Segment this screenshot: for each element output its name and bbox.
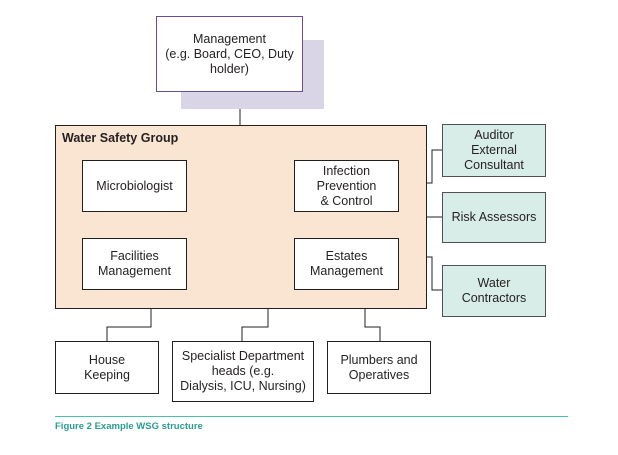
management-box: Management (e.g. Board, CEO, Duty holder… <box>156 16 303 92</box>
risk-assessors-label: Risk Assessors <box>451 210 537 224</box>
water-contractors-label: Water Contractors <box>461 276 527 305</box>
caption-rule <box>55 416 568 417</box>
auditor-label: Auditor External Consultant <box>464 128 524 172</box>
microbiologist-label: Microbiologist <box>96 178 173 193</box>
connector-water-contractors <box>427 256 442 291</box>
risk-assessors-box: Risk Assessors <box>442 192 546 243</box>
auditor-box: Auditor External Consultant <box>442 124 546 177</box>
estates-management-label: Estates Management <box>310 249 383 278</box>
wsg-title: Water Safety Group <box>62 131 179 145</box>
facilities-management-box: Facilities Management <box>82 238 187 290</box>
connector-auditor <box>427 149 442 184</box>
infection-prevention-box: Infection Prevention & Control <box>294 160 399 212</box>
connector-house-keeping <box>106 309 152 341</box>
infection-prevention-label: Infection Prevention & Control <box>316 163 377 208</box>
connector-plumbers <box>364 309 381 341</box>
figure-caption: Figure 2 Example WSG structure <box>55 421 203 432</box>
management-label: Management (e.g. Board, CEO, Duty holder… <box>165 31 294 76</box>
estates-management-box: Estates Management <box>294 238 399 290</box>
plumbers-box: Plumbers and Operatives <box>327 341 431 394</box>
specialist-heads-box: Specialist Department heads (e.g. Dialys… <box>172 341 314 402</box>
connector-specialist-heads <box>241 309 269 341</box>
water-contractors-box: Water Contractors <box>442 265 546 317</box>
facilities-management-label: Facilities Management <box>98 249 171 278</box>
house-keeping-label: House Keeping <box>84 352 130 382</box>
microbiologist-box: Microbiologist <box>82 160 187 212</box>
specialist-heads-label: Specialist Department heads (e.g. Dialys… <box>180 349 306 393</box>
plumbers-label: Plumbers and Operatives <box>340 352 418 382</box>
house-keeping-box: House Keeping <box>55 341 159 394</box>
